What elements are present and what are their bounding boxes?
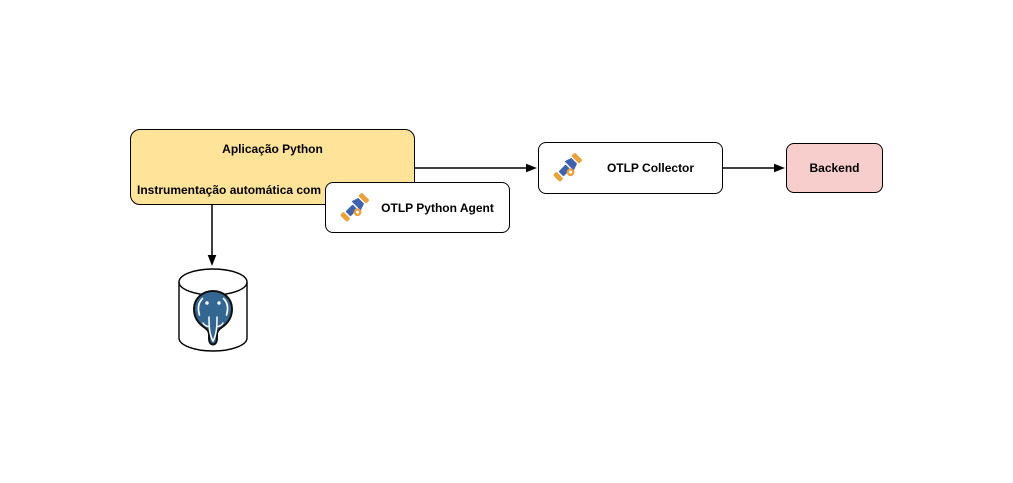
app-box-subtitle: Instrumentação automática com	[137, 183, 322, 197]
node-backend: Backend	[786, 143, 883, 193]
database-cylinder-icon	[178, 268, 248, 352]
opentelemetry-telescope-icon	[340, 192, 369, 221]
node-postgresql-database	[178, 268, 248, 354]
opentelemetry-telescope-icon	[553, 153, 582, 182]
arrow-app-to-database	[207, 205, 217, 266]
node-otlp-python-agent: OTLP Python Agent	[325, 182, 510, 233]
backend-box-label: Backend	[809, 161, 860, 175]
node-otlp-collector: OTLP Collector	[538, 142, 723, 194]
arrow-app-to-collector	[415, 163, 537, 173]
app-box-title: Aplicação Python	[222, 142, 323, 156]
agent-box-label: OTLP Python Agent	[381, 200, 494, 215]
collector-box-label: OTLP Collector	[606, 161, 695, 175]
postgresql-elephant-icon	[193, 290, 233, 346]
arrow-collector-to-backend	[723, 163, 785, 173]
